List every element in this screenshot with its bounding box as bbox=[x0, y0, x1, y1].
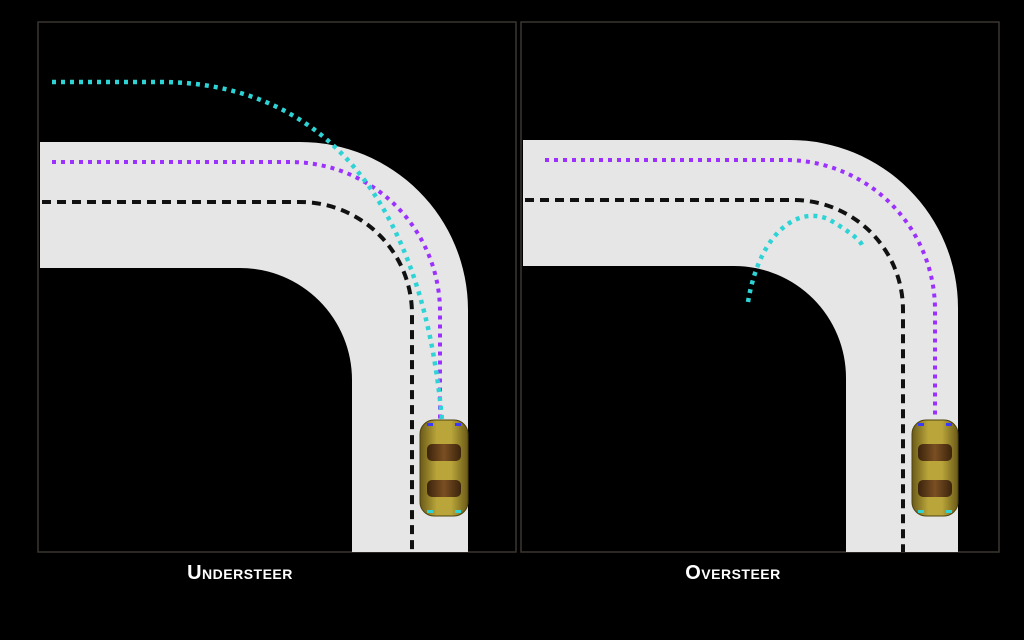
center-line-left bbox=[42, 200, 414, 552]
understeer-panel bbox=[37, 21, 517, 553]
car-right bbox=[911, 419, 959, 517]
actual-path-understeer bbox=[52, 79, 445, 421]
understeer-label: Understeer bbox=[187, 562, 293, 584]
oversteer-panel bbox=[520, 21, 1000, 553]
oversteer-label: Oversteer bbox=[685, 562, 781, 584]
actual-path-oversteer bbox=[745, 213, 865, 303]
car-left bbox=[419, 419, 469, 517]
intended-path-left bbox=[52, 160, 442, 420]
center-line-right bbox=[525, 198, 905, 552]
road-left bbox=[40, 142, 468, 552]
road-right bbox=[523, 140, 958, 552]
